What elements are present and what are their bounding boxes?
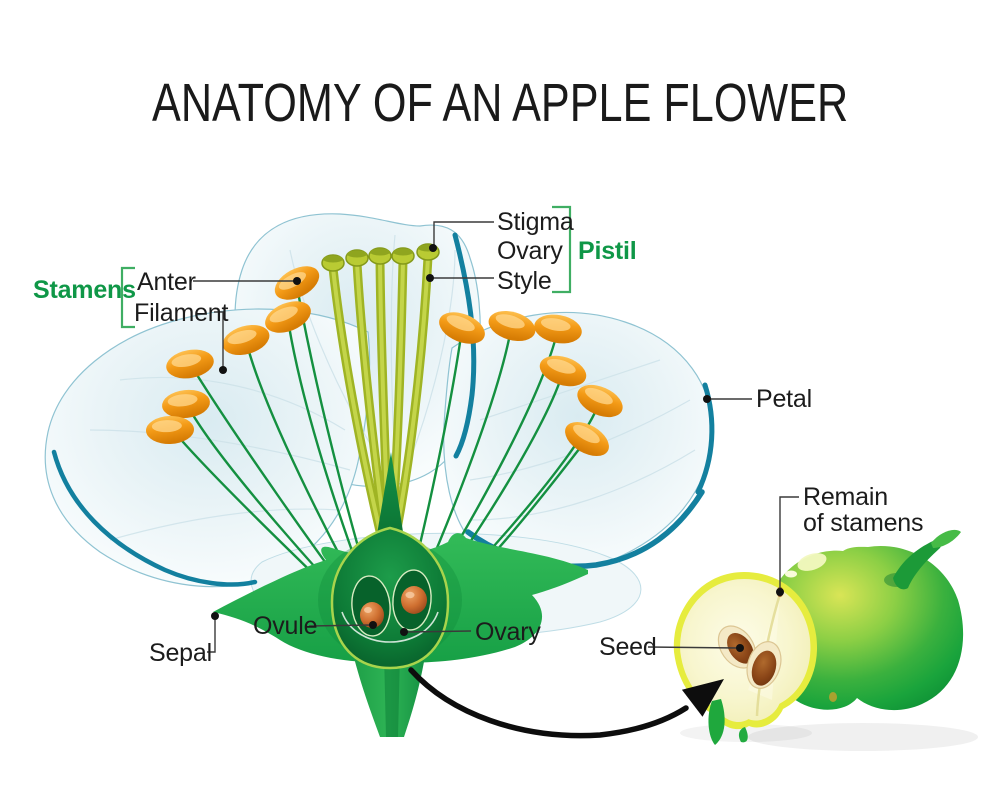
pedicel-stripe (384, 652, 400, 737)
leader-sepal (207, 618, 216, 653)
label-petal: Petal (756, 385, 812, 413)
ovary-sac (330, 526, 450, 670)
petal-left (44, 308, 371, 588)
apple-shadow (748, 723, 978, 751)
ovules (360, 586, 427, 628)
label-ovary: Ovary (475, 618, 541, 646)
label-ovule: Ovule (253, 612, 318, 640)
title-text: ANATOMY OF AN APPLE FLOWER (151, 73, 849, 133)
leader-filament (214, 311, 224, 368)
half-calyx-leaf (708, 699, 725, 745)
apple-illustration (673, 529, 978, 751)
label-stigma: Stigma (497, 208, 574, 236)
leader-stigma (433, 221, 494, 247)
label-ovary-pistil: Ovary (497, 237, 563, 265)
apple-gloss-small (785, 570, 797, 578)
stigmas (321, 243, 440, 272)
label-stamens-group: Stamens (33, 276, 136, 304)
leader-remain (779, 496, 799, 590)
apple-stem-leaf (931, 529, 961, 548)
ovary-inner-arc (341, 611, 439, 643)
ovary-illustration (330, 526, 450, 670)
label-remain-of-stamens: Remain of stamens (803, 484, 923, 536)
label-anther: Anter (137, 268, 196, 296)
apple-calyx-bit (829, 692, 837, 702)
label-pistil-group: Pistil (578, 237, 637, 265)
leader-ovule (308, 624, 372, 627)
label-remain-line1: Remain (803, 483, 888, 511)
apple-half (673, 572, 818, 745)
label-style: Style (497, 267, 552, 295)
label-filament: Filament (134, 299, 229, 327)
half-calyx-leaf-small (738, 727, 748, 743)
leader-lines (193, 221, 799, 653)
receptacle-cone (374, 452, 406, 552)
leader-ovary (405, 630, 472, 633)
label-remain-line2: of stamens (803, 509, 924, 537)
leader-seed (647, 646, 739, 649)
page-title: ANATOMY OF AN APPLE FLOWER (0, 72, 1000, 134)
stamens-illustration (146, 243, 623, 650)
pistil-bracket (552, 205, 572, 294)
stamens-bracket (120, 266, 135, 329)
apple-gloss (797, 553, 827, 571)
pistil-illustration (321, 243, 440, 557)
label-seed: Seed (599, 633, 657, 661)
leader-dots (211, 244, 784, 652)
group-brackets (120, 205, 572, 329)
flower-to-apple-arrow (408, 667, 724, 739)
label-sepal: Sepal (149, 639, 212, 667)
apple-stem (893, 539, 942, 590)
